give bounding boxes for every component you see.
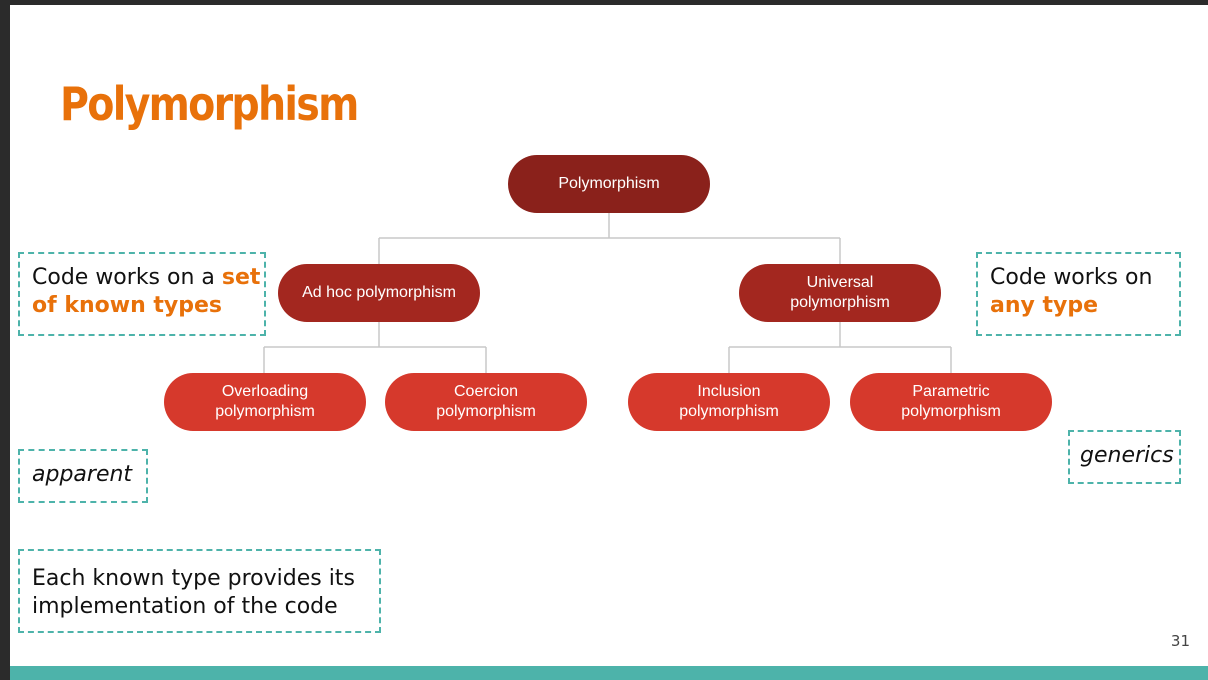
node-coercion-polymorphism: Coercion polymorphism xyxy=(385,373,587,431)
page-number: 31 xyxy=(1170,632,1190,650)
connector-ad-hoc xyxy=(263,322,487,373)
connector-universal xyxy=(728,322,952,373)
node-overloading-polymorphism: Overloading polymorphism xyxy=(164,373,366,431)
node-universal-polymorphism: Universal polymorphism xyxy=(739,264,941,322)
connector-root xyxy=(378,213,841,265)
note-ad-hoc-highlight: set of known types xyxy=(32,265,261,318)
node-ad-hoc-polymorphism: Ad hoc polymorphism xyxy=(278,264,480,322)
node-inclusion-polymorphism: Inclusion polymorphism xyxy=(628,373,830,431)
note-ad-hoc: Code works on a set of known types xyxy=(18,252,266,336)
tree-connectors xyxy=(263,213,952,373)
slide: Polymorphism Polymorphism Ad hoc polymor… xyxy=(10,5,1208,680)
footer-bar xyxy=(10,666,1208,680)
note-universal-text: Code works on xyxy=(990,265,1153,290)
note-implementation: Each known type provides its implementat… xyxy=(18,549,381,633)
node-parametric-polymorphism: Parametric polymorphism xyxy=(850,373,1052,431)
note-apparent: apparent xyxy=(18,449,148,503)
note-universal: Code works on any type xyxy=(976,252,1181,336)
note-universal-highlight: any type xyxy=(990,293,1099,318)
node-polymorphism: Polymorphism xyxy=(508,155,710,213)
note-generics: generics xyxy=(1068,430,1181,484)
note-ad-hoc-text: Code works on a xyxy=(32,265,222,290)
slide-title: Polymorphism xyxy=(60,77,359,131)
